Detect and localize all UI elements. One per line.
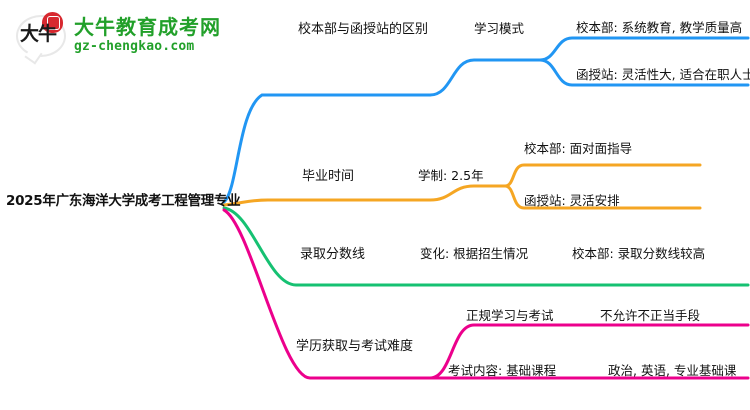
node-campus-face-to-face[interactable]: 校本部: 面对面指导 — [524, 141, 633, 156]
node-correspondence-flexible-schedule[interactable]: 函授站: 灵活安排 — [524, 193, 620, 208]
node-branch-blue[interactable]: 校本部与函授站的区别 — [298, 22, 429, 37]
link-learningmode-to-leaf1 — [538, 36, 750, 62]
link-orange-to-schooling — [428, 184, 507, 202]
lantern-icon — [42, 12, 63, 33]
logo-subtitle: gz-chengkao.com — [74, 38, 195, 54]
node-no-improper-means[interactable]: 不允许不正当手段 — [600, 308, 701, 323]
site-logo: 大牛 大牛教育成考网 gz-chengkao.com — [14, 12, 221, 58]
logo-text-block: 大牛教育成考网 gz-chengkao.com — [74, 16, 221, 55]
logo-mark-text: 大牛 — [20, 23, 57, 45]
logo-icon: 大牛 — [14, 12, 66, 58]
node-score-variation[interactable]: 变化: 根据招生情况 — [420, 246, 529, 261]
node-branch-admission-score[interactable]: 录取分数线 — [300, 247, 366, 262]
node-campus-systematic-education[interactable]: 校本部: 系统教育, 教学质量高 — [576, 20, 743, 35]
node-schooling-length[interactable]: 学制: 2.5年 — [418, 168, 484, 183]
link-root-to-orange — [222, 198, 432, 207]
link-blue-to-learning-mode — [428, 58, 542, 97]
link-root-to-blue — [222, 93, 432, 204]
node-branch-degree-and-difficulty[interactable]: 学历获取与考试难度 — [296, 339, 414, 354]
node-exam-content-basic-courses[interactable]: 考试内容: 基础课程 — [448, 363, 557, 378]
logo-title: 大牛教育成考网 — [74, 14, 221, 39]
node-campus-higher-score[interactable]: 校本部: 录取分数线较高 — [572, 246, 706, 261]
node-correspondence-flexible[interactable]: 函授站: 灵活性大, 适合在职人士 — [576, 67, 750, 82]
node-learning-mode[interactable]: 学习模式 — [474, 21, 525, 36]
mindmap-root-node[interactable]: 2025年广东海洋大学成考工程管理专业 — [6, 193, 241, 209]
node-branch-graduation-time[interactable]: 毕业时间 — [302, 169, 355, 184]
link-schooling-to-leaf1 — [503, 163, 702, 188]
node-formal-study-and-exam[interactable]: 正规学习与考试 — [466, 308, 554, 323]
node-politics-english-major-basics[interactable]: 政治, 英语, 专业基础课 — [608, 363, 737, 378]
